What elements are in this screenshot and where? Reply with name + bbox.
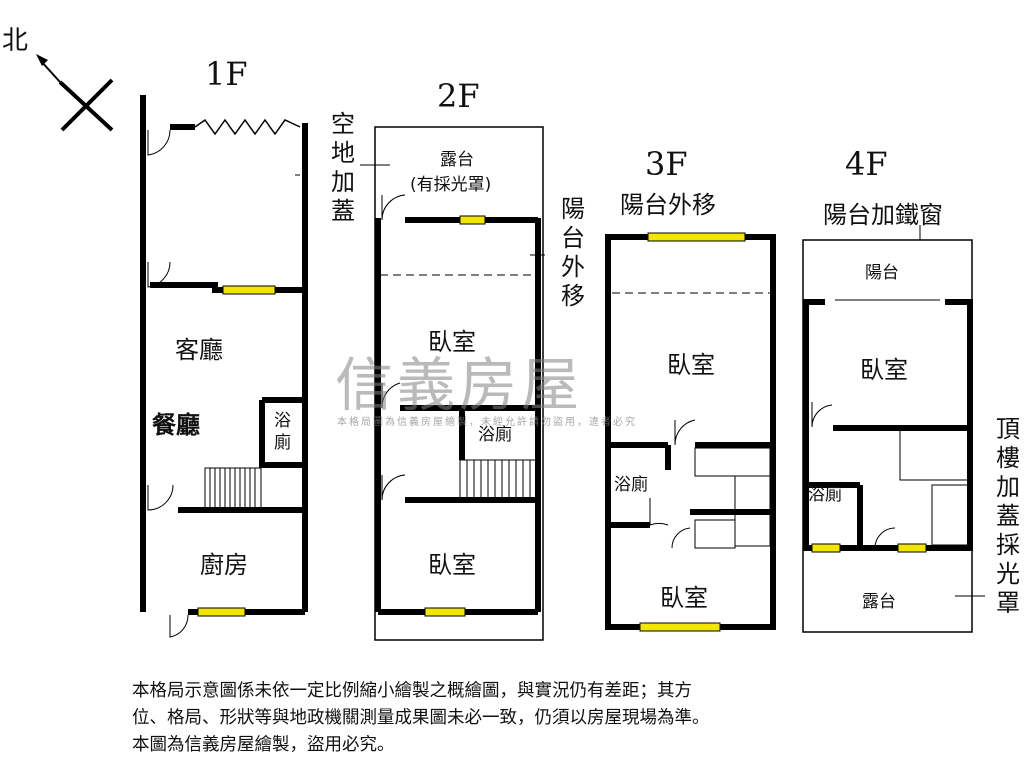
watermark-notice: 本格局圖為信義房屋繪製，未經允許請勿盜用，違者必究 xyxy=(337,417,637,428)
floor-1-walls xyxy=(140,95,308,615)
floor-1-stairs xyxy=(204,467,262,509)
room-balcony-4f: 陽台 xyxy=(865,263,899,283)
doors xyxy=(147,129,896,638)
floor-3-label: 3F xyxy=(645,145,688,183)
room-bath-4f: 浴廁 xyxy=(808,485,842,505)
room-terrace-4f: 露台 xyxy=(862,592,896,612)
compass-arrow-icon xyxy=(36,54,114,132)
disclaimer: 本格局示意圖係未依一定比例縮小繪製之概繪圖，與實況仍有差距；其方 位、格局、形狀… xyxy=(132,678,710,759)
room-bath-2f: 浴廁 xyxy=(478,425,512,445)
room-bedroom-4f: 臥室 xyxy=(860,356,908,384)
floor-4-walls xyxy=(803,299,973,551)
floor-2-walls xyxy=(375,217,541,615)
floor-2-annotation: 陽台外移 xyxy=(561,195,585,310)
floor-1-annotation: 空地加蓋 xyxy=(331,110,355,225)
room-bedroom-2f-a: 臥室 xyxy=(428,328,476,356)
room-bedroom-3f-b: 臥室 xyxy=(660,584,708,612)
room-bath-3f: 浴廁 xyxy=(614,475,648,495)
room-kitchen: 廚房 xyxy=(200,551,248,579)
floor-3-walls xyxy=(605,234,776,630)
watermark-brand: 信義房屋 xyxy=(335,351,584,419)
room-bath-1f: 浴廁 xyxy=(274,411,291,453)
room-living: 客廳 xyxy=(175,336,223,364)
floor-4-label: 4F xyxy=(845,145,888,183)
terrace-note: (有採光罩) xyxy=(410,175,492,195)
disclaimer-line: 本圖為信義房屋繪製，盜用必究。 xyxy=(132,735,395,755)
disclaimer-line: 位、格局、形狀等與地政機關測量成果圖未必一致，仍須以房屋現場為準。 xyxy=(132,708,710,728)
disclaimer-line: 本格局示意圖係未依一定比例縮小繪製之概繪圖，與實況仍有差距；其方 xyxy=(132,681,692,701)
windows xyxy=(197,215,927,632)
room-bedroom-3f-a: 臥室 xyxy=(667,351,715,379)
north-label: 北 xyxy=(2,26,29,56)
floor-2-label: 2F xyxy=(437,77,480,115)
floor-4-annotation-roof: 頂樓加蓋採光罩 xyxy=(996,415,1020,617)
floor-3-annotation: 陽台外移 xyxy=(620,191,716,219)
room-bedroom-2f-b: 臥室 xyxy=(428,551,476,579)
room-dining: 餐廳 xyxy=(152,411,200,439)
room-terrace-2f: 露台 xyxy=(440,150,474,170)
floor-1-label: 1F xyxy=(205,55,248,93)
floor-4-annotation: 陽台加鐵窗 xyxy=(823,201,943,229)
